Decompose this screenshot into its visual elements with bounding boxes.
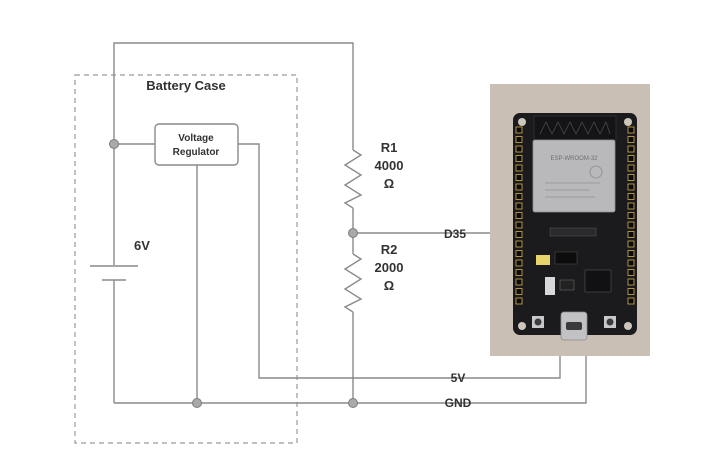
header-pin	[515, 297, 523, 305]
header-pin	[515, 164, 523, 172]
resistor-r1	[343, 149, 363, 209]
header-pin	[627, 297, 635, 305]
header-pin	[627, 164, 635, 172]
header-pin	[515, 202, 523, 210]
header-pin	[515, 221, 523, 229]
left-pin-header	[515, 126, 523, 305]
header-pin	[627, 250, 635, 257]
header-pin	[627, 259, 635, 267]
header-pin	[515, 174, 523, 181]
header-pin	[627, 278, 635, 286]
header-pin	[515, 288, 523, 295]
resistor-r2	[343, 253, 363, 313]
gnd-label: GND	[445, 396, 472, 410]
battery-voltage-label: 6V	[134, 238, 150, 253]
header-pin	[627, 155, 635, 162]
module-shield	[532, 139, 616, 213]
r1-name: R1	[381, 140, 398, 155]
r1-value: 4000	[375, 158, 404, 173]
header-pin	[627, 145, 635, 153]
junction-nodes	[109, 139, 358, 408]
header-pin	[515, 136, 523, 143]
header-pin	[627, 193, 635, 200]
header-pin	[515, 278, 523, 286]
header-pin	[627, 174, 635, 181]
header-pin	[515, 155, 523, 162]
d35-label: D35	[444, 227, 466, 241]
header-pin	[627, 221, 635, 229]
header-pin	[627, 288, 635, 295]
wires	[113, 42, 587, 404]
r2-unit: Ω	[384, 278, 394, 293]
voltage-regulator-label-line2: Regulator	[173, 147, 220, 158]
esp32-board: ESP-WROOM-32	[490, 84, 650, 356]
header-pin	[627, 202, 635, 210]
5v-label: 5V	[451, 371, 466, 385]
header-pin	[515, 183, 523, 191]
header-pin	[515, 212, 523, 219]
header-pin	[515, 250, 523, 257]
header-pin	[627, 269, 635, 276]
header-pin	[515, 145, 523, 153]
header-pin	[515, 269, 523, 276]
voltage-regulator-box	[154, 123, 239, 166]
header-pin	[515, 231, 523, 238]
header-pin	[515, 240, 523, 248]
battery-symbol	[90, 265, 138, 281]
header-pin	[515, 259, 523, 267]
header-pin	[627, 240, 635, 248]
header-pin	[627, 183, 635, 191]
r2-value: 2000	[375, 260, 404, 275]
r2-name: R2	[381, 242, 398, 257]
right-pin-header	[627, 126, 635, 305]
voltage-regulator-label-line1: Voltage	[178, 133, 214, 144]
r1-unit: Ω	[384, 176, 394, 191]
header-pin	[515, 193, 523, 200]
header-pin	[627, 212, 635, 219]
module-text: ESP-WROOM-32	[550, 156, 598, 162]
header-pin	[515, 126, 523, 134]
header-pin	[627, 231, 635, 238]
battery-case-box	[74, 74, 298, 444]
header-pin	[627, 126, 635, 134]
header-pin	[627, 136, 635, 143]
battery-case-title: Battery Case	[146, 78, 226, 93]
